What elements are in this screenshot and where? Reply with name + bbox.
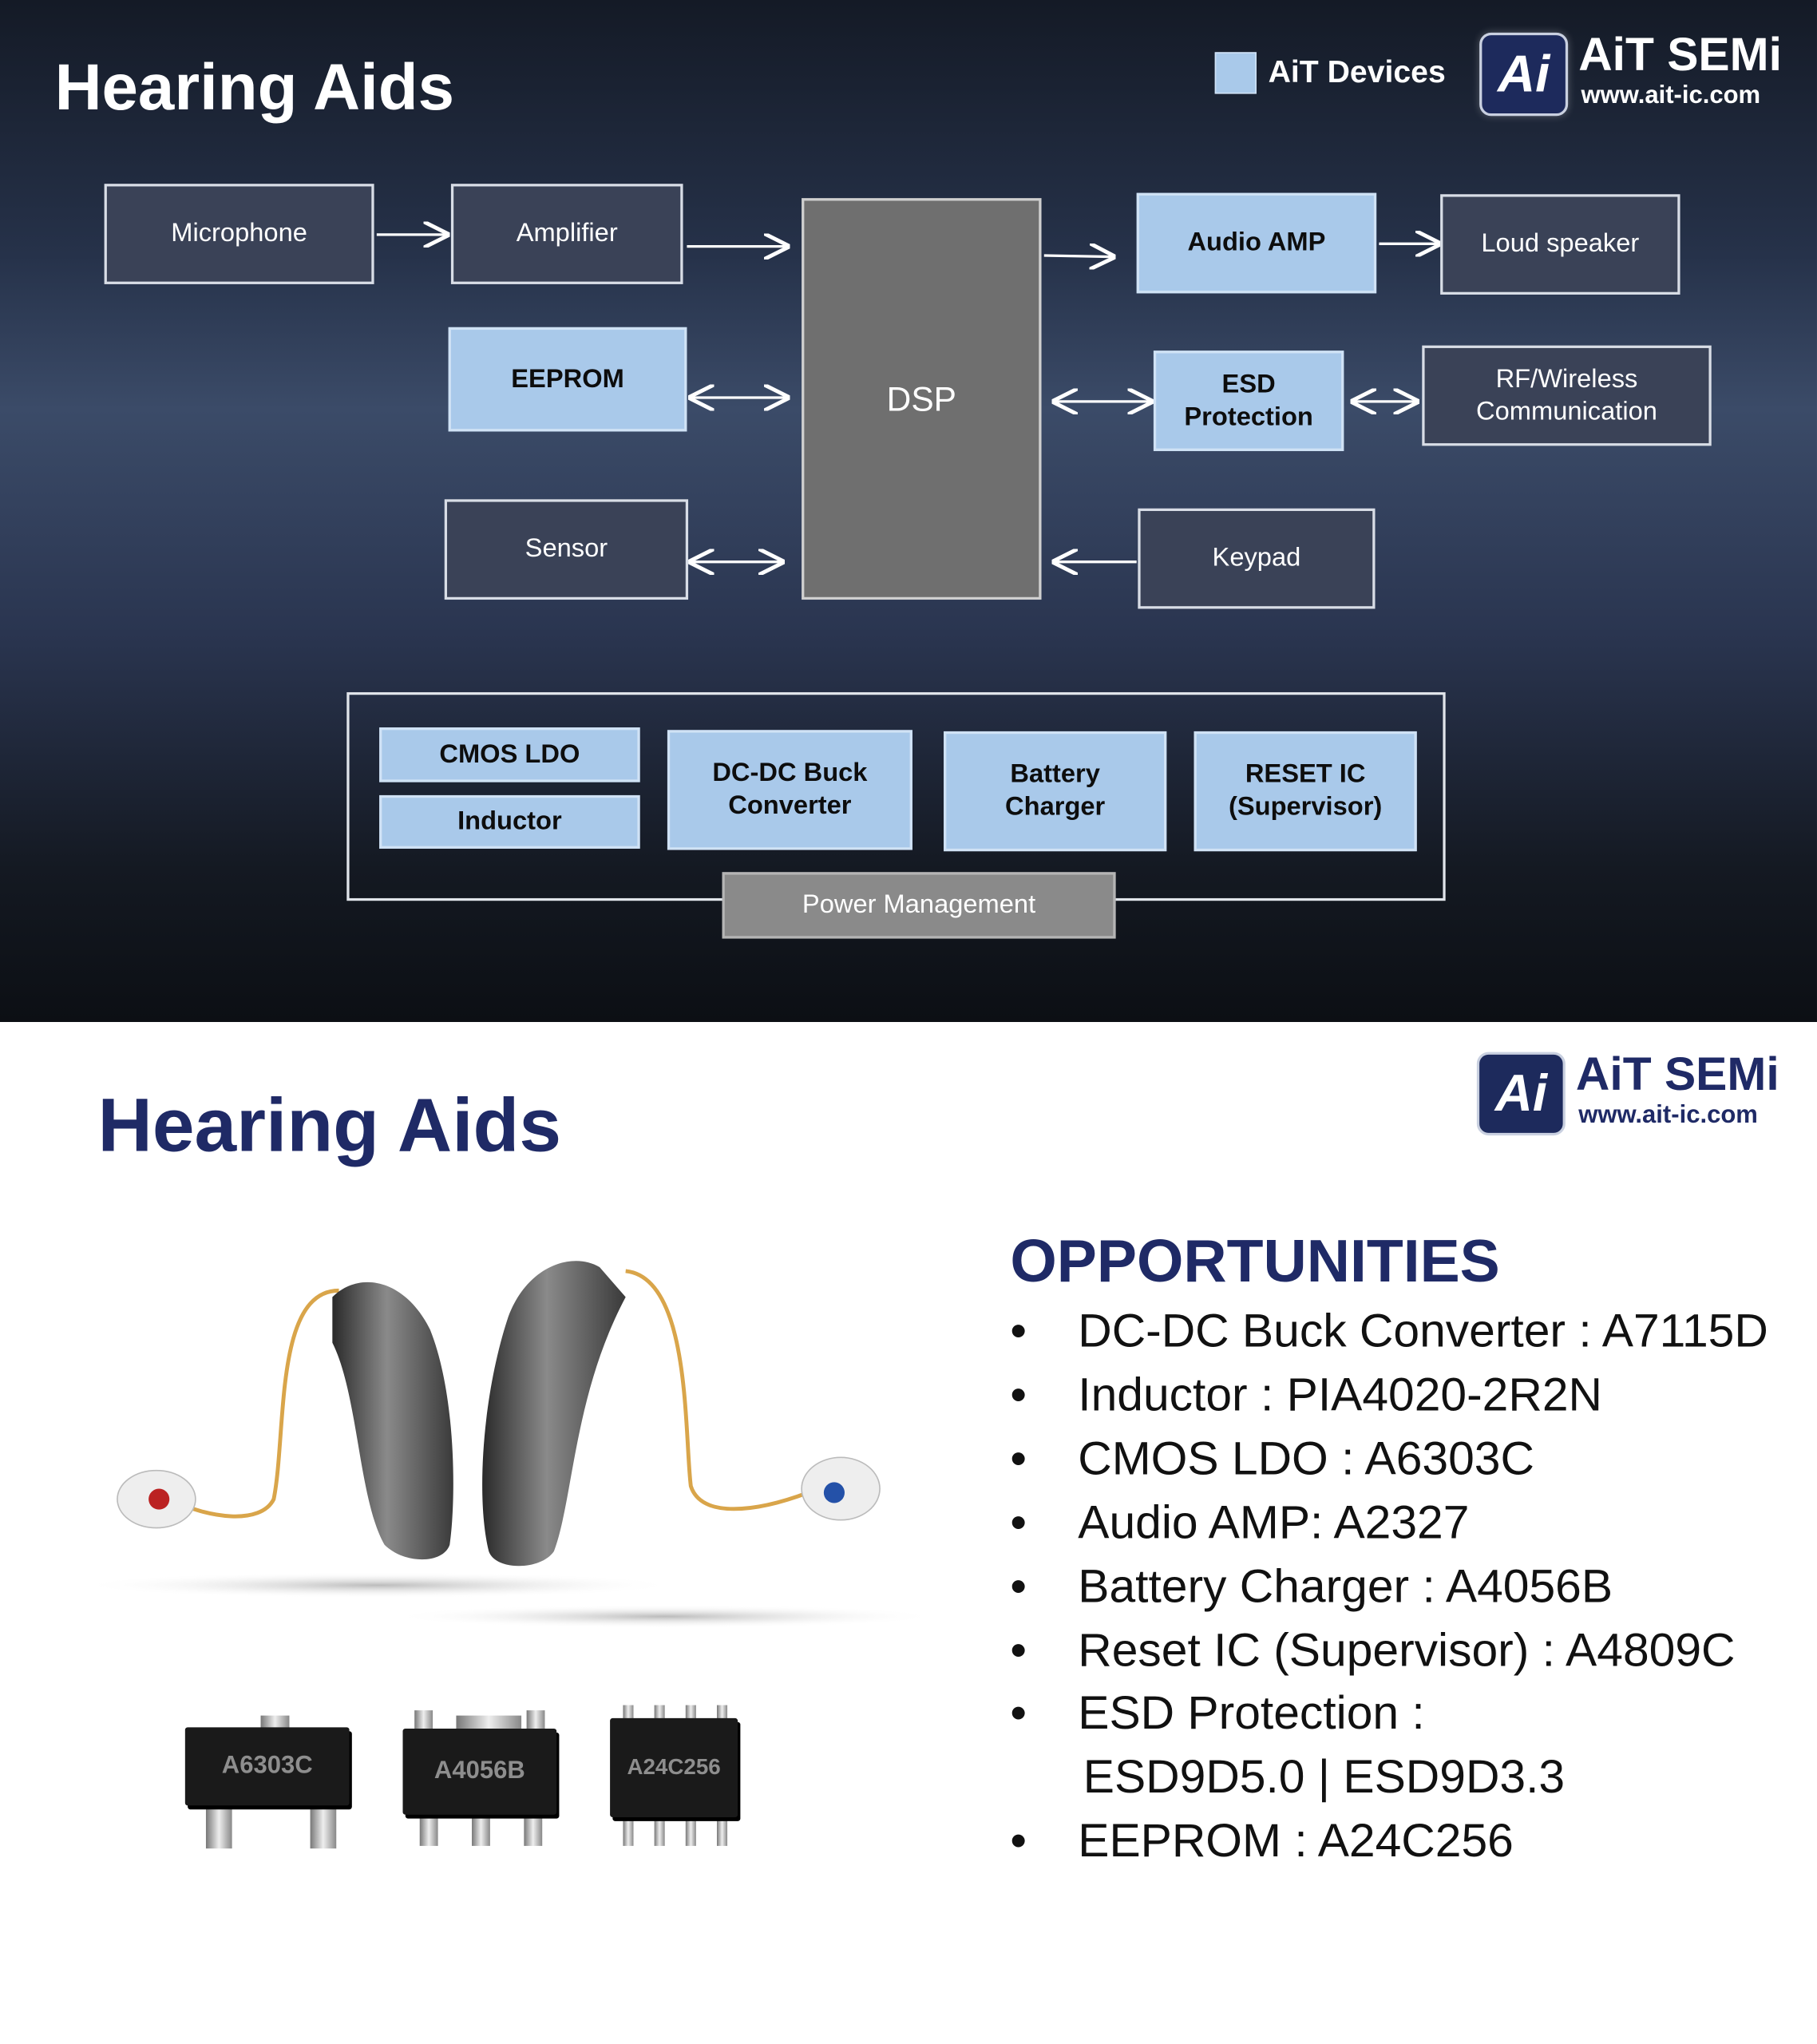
bullet: • (1010, 1622, 1027, 1677)
bullet: • (1010, 1431, 1027, 1485)
item-text: Audio AMP: A2327 (1078, 1495, 1470, 1549)
bullet: • (1010, 1813, 1027, 1868)
ait-semi-logo-bottom: Ai AiT SEMi www.ait-ic.com (1476, 1047, 1790, 1139)
block-dsp: DSP (802, 198, 1042, 600)
arrow-dsp-audioamp (1043, 256, 1114, 257)
opportunities-heading: OPPORTUNITIES (1010, 1226, 1500, 1295)
reset-line1: RESET IC (1245, 759, 1366, 789)
legend-swatch (1214, 52, 1257, 94)
reset-line2: (Supervisor) (1228, 792, 1383, 822)
charger-line2: Charger (1005, 792, 1106, 822)
chip-label: A6303C (184, 1727, 350, 1806)
block-audio-amp: Audio AMP (1136, 192, 1377, 294)
item-text: ESD9D5.0 | ESD9D3.3 (1083, 1749, 1566, 1804)
bullet: • (1010, 1367, 1027, 1421)
item-text: ESD Protection : (1078, 1686, 1425, 1740)
item-text: DC-DC Buck Converter : A7115D (1078, 1303, 1768, 1357)
block-dcdc-buck: DC-DC Buck Converter (667, 730, 912, 850)
block-reset-ic: RESET IC (Supervisor) (1194, 731, 1417, 852)
connection-arrows (423, 0, 1817, 1022)
item-text: Battery Charger : A4056B (1078, 1559, 1613, 1613)
item-text: Reset IC (Supervisor) : A4809C (1078, 1622, 1736, 1677)
bullet: • (1010, 1495, 1027, 1549)
esd-line1: ESD (1221, 369, 1276, 398)
block-sensor: Sensor (444, 499, 689, 600)
ait-logo-icon: Ai (1476, 1052, 1566, 1136)
esd-line2: Protection (1184, 402, 1313, 431)
block-diagram-section: Hearing Aids AiT Devices Ai AiT SEMi www… (0, 0, 1817, 1023)
dcdc-line1: DC-DC Buck (712, 759, 868, 788)
bullet: • (1010, 1686, 1027, 1740)
item-text: EEPROM : A24C256 (1078, 1813, 1514, 1868)
item-text: Inductor : PIA4020-2R2N (1078, 1367, 1602, 1421)
opportunities-section (0, 1022, 1817, 2044)
block-esd-protection: ESD Protection (1153, 351, 1344, 451)
block-battery-charger: Battery Charger (944, 731, 1167, 852)
chip-label: A24C256 (610, 1717, 738, 1817)
logo-name: AiT SEMi (1578, 27, 1782, 81)
logo-url: www.ait-ic.com (1578, 1101, 1758, 1129)
block-loud-speaker: Loud speaker (1440, 194, 1680, 295)
ait-logo-icon: Ai (1479, 32, 1569, 117)
rf-line2: Communication (1476, 397, 1657, 426)
section-title: Hearing Aids (97, 1083, 562, 1168)
block-cmos-ldo: CMOS LDO (379, 727, 640, 782)
item-text: CMOS LDO : A6303C (1078, 1431, 1534, 1485)
logo-name: AiT SEMi (1575, 1047, 1779, 1100)
dcdc-line2: Converter (728, 791, 852, 820)
logo-url: www.ait-ic.com (1581, 81, 1761, 110)
rf-line1: RF/Wireless (1495, 364, 1638, 394)
block-microphone: Microphone (104, 184, 374, 284)
page-title: Hearing Aids (54, 50, 455, 125)
power-management-label: Power Management (722, 872, 1116, 939)
block-rf-wireless: RF/Wireless Communication (1422, 345, 1712, 446)
bullet: • (1010, 1303, 1027, 1357)
block-amplifier: Amplifier (450, 184, 683, 284)
legend-label: AiT Devices (1268, 54, 1446, 90)
block-inductor: Inductor (379, 794, 640, 849)
chip-label: A4056B (402, 1728, 557, 1815)
ait-semi-logo: Ai AiT SEMi www.ait-ic.com (1479, 27, 1792, 119)
block-keypad: Keypad (1138, 508, 1376, 609)
block-eeprom: EEPROM (448, 327, 687, 432)
charger-line1: Battery (1010, 759, 1100, 789)
bullet: • (1010, 1559, 1027, 1613)
hearing-aids-image (77, 1261, 939, 1629)
